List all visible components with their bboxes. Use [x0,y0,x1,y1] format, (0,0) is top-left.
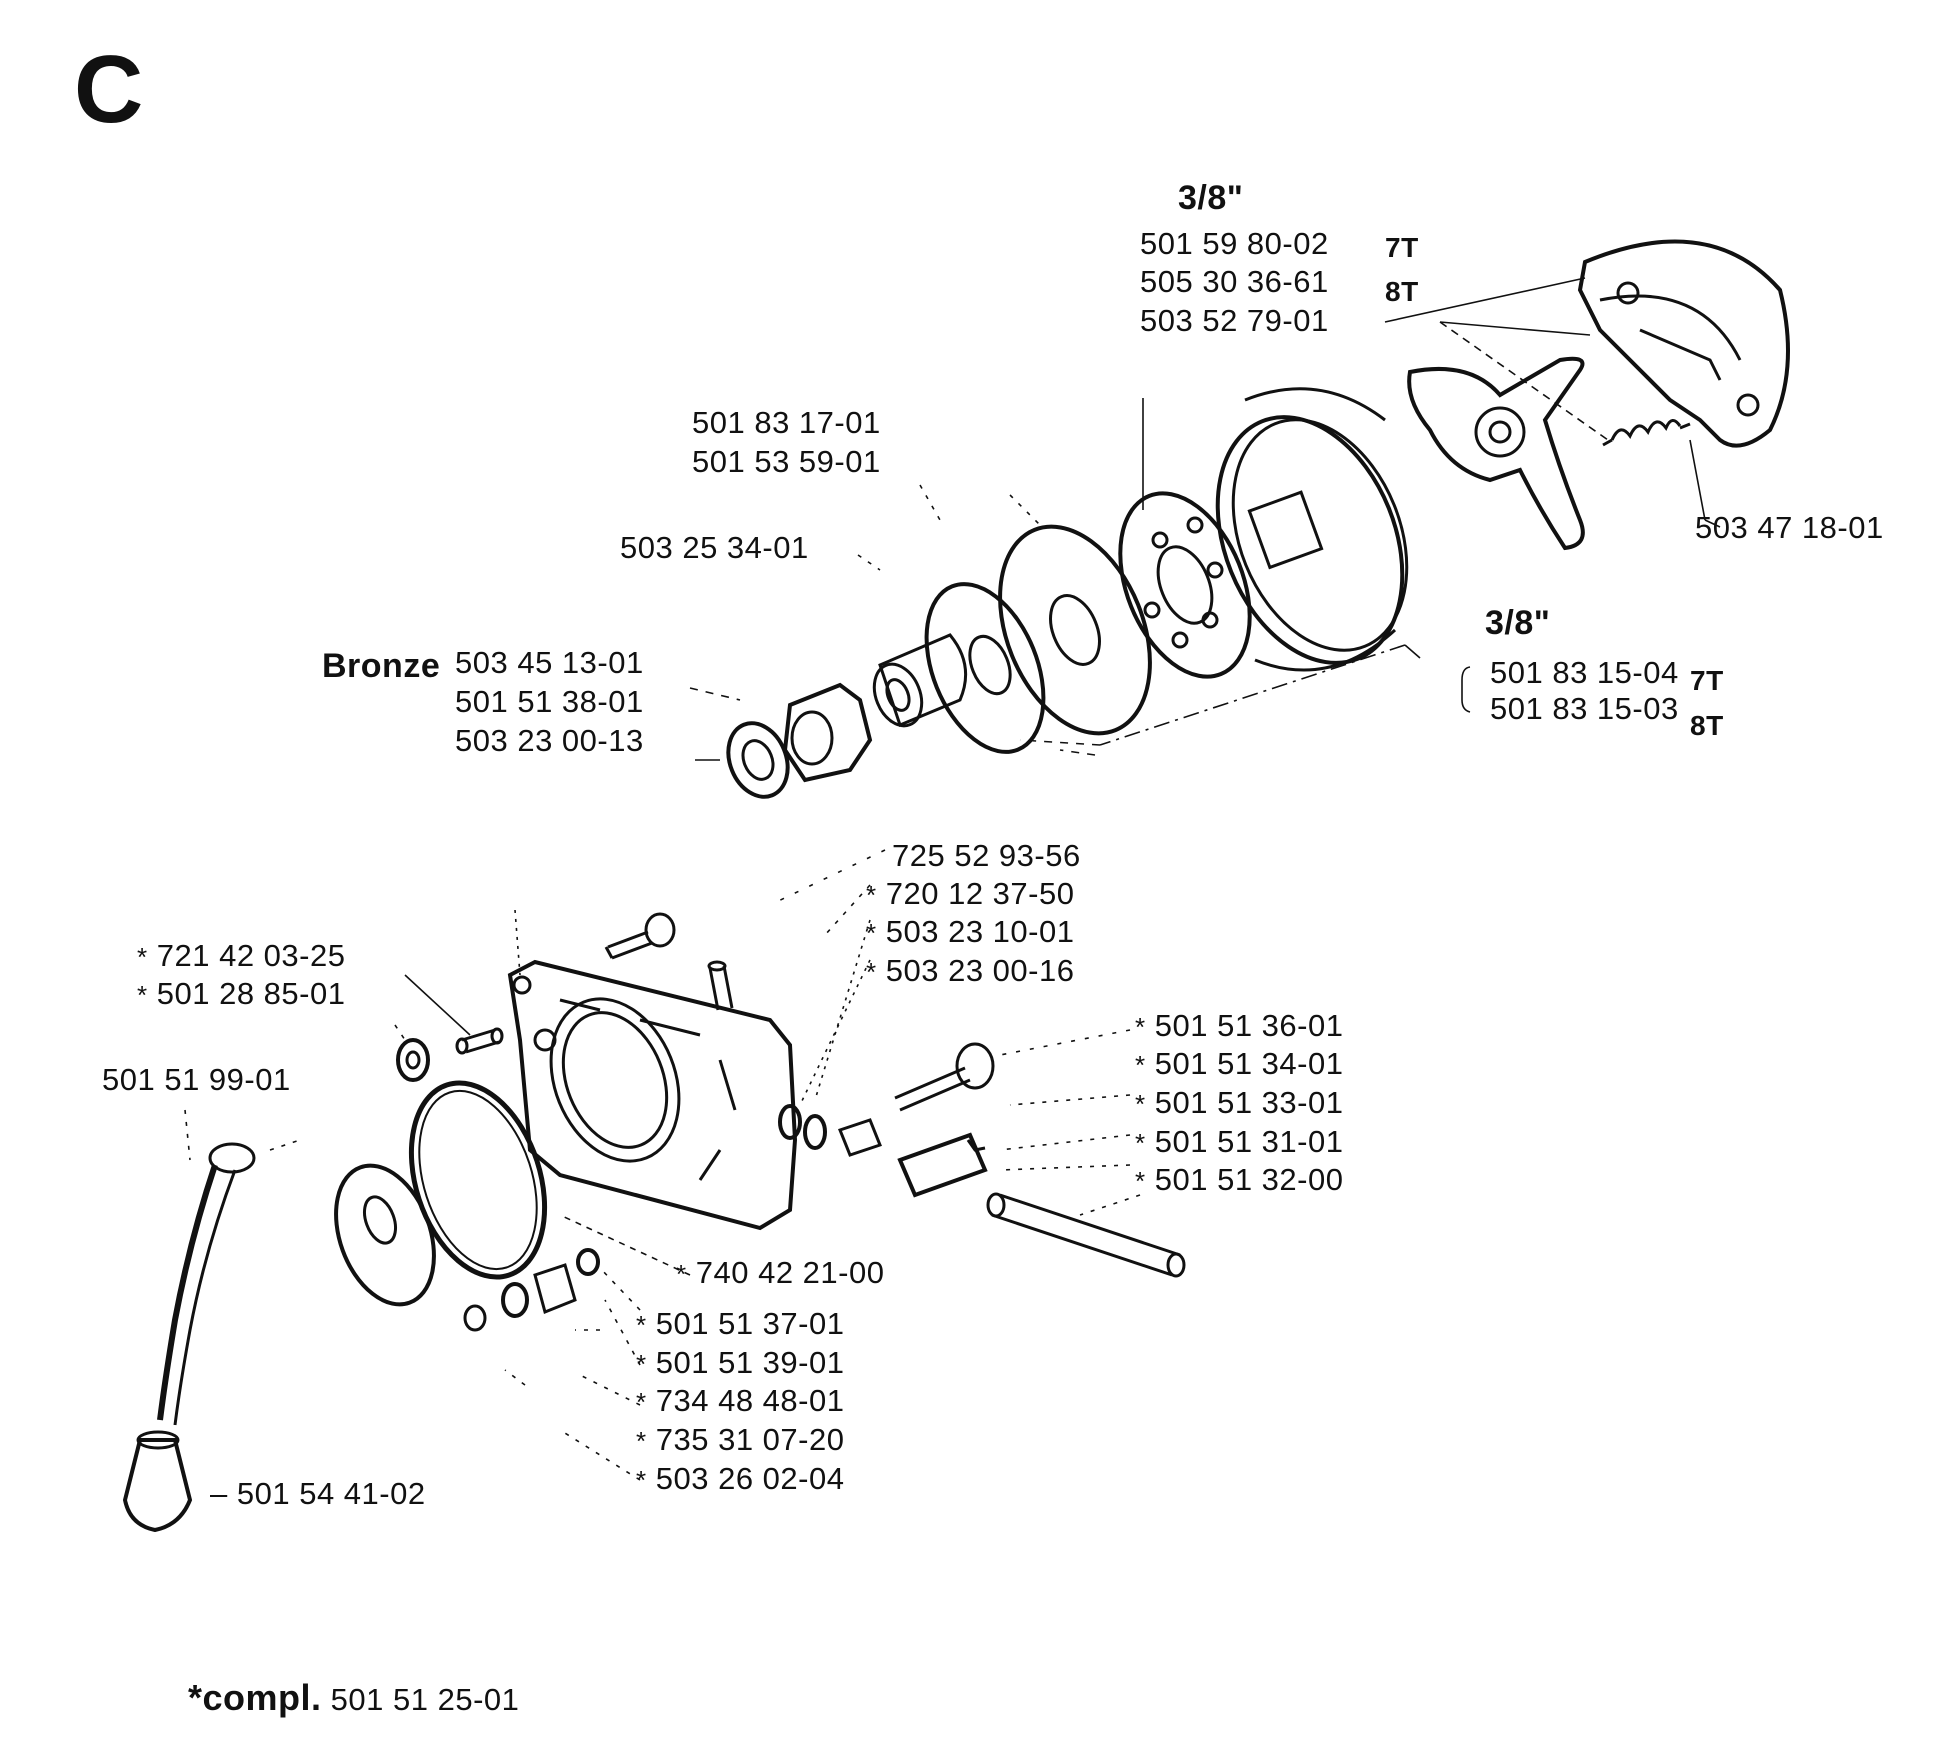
part-number: 503 47 18-01 [1695,510,1884,545]
part-number: 503 52 79-01 [1140,303,1329,338]
clutch-cover-drawing [1580,242,1788,446]
asterisk-mark: * [1135,1050,1146,1080]
part-number: 501 51 99-01 [102,1062,291,1097]
part-number: 503 45 13-01 [455,645,644,680]
asterisk-mark: * [866,880,877,910]
teeth-count: 7T [1385,232,1419,263]
part-number: 503 23 10-01 [885,914,1075,949]
part-number: 501 54 41-02 [236,1476,426,1511]
part-number: 501 51 25-01 [330,1682,520,1717]
part-number: 501 51 39-01 [655,1345,845,1380]
pump-small-parts-drawing [465,1250,598,1330]
asterisk-mark: * [1135,1128,1146,1158]
asterisk-mark: * [137,942,148,972]
asterisk-mark: * [137,980,148,1010]
teeth-count: 8T [1385,276,1419,307]
oil-filter-drawing [125,1432,190,1530]
pump-housing-drawing [510,962,795,1228]
part-number: 501 83 15-04 [1490,655,1679,690]
asterisk-mark: * [1135,1166,1146,1196]
compl-label: *compl. [188,1677,322,1718]
leader-lines [185,278,1720,1480]
pitch-heading-top: 3/8" [1178,179,1244,217]
plunger-parts-drawing [780,1044,993,1195]
clutch-nut-drawing [785,685,870,780]
part-number: 501 51 37-01 [655,1306,845,1341]
seal-ring-drawing [318,1152,452,1318]
washer-small-drawing [718,714,798,805]
asterisk-mark: * [1135,1012,1146,1042]
asterisk-mark: * [866,957,877,987]
part-number: 720 12 37-50 [885,876,1075,911]
clutch-shoe-drawing [1409,359,1583,548]
part-number: 503 23 00-16 [885,953,1075,988]
asterisk-mark: * [636,1310,647,1340]
part-number: 501 51 36-01 [1154,1008,1344,1043]
pump-shaft-drawing [988,1194,1184,1276]
washer-large-drawing [971,504,1178,755]
asterisk-mark: * [1135,1089,1146,1119]
pitch-heading-right: 3/8" [1485,604,1551,642]
asterisk-mark: * [636,1349,647,1379]
part-number: 503 23 00-13 [455,723,644,758]
part-number: 501 51 34-01 [1154,1046,1344,1081]
part-number: 734 48 48-01 [655,1383,845,1418]
dash-mark: – [210,1476,228,1511]
asterisk-mark: * [636,1387,647,1417]
part-number: 501 51 31-01 [1154,1124,1344,1159]
o-ring-drawing [388,1066,568,1295]
asterisk-mark: * [676,1259,687,1289]
needle-bearing-drawing [866,635,966,733]
washer-collar-drawing [904,567,1066,769]
part-number: 501 83 17-01 [692,405,881,440]
part-number: 501 28 85-01 [156,976,346,1011]
small-seal-drawing [398,1040,428,1080]
part-number: 505 30 36-61 [1140,264,1329,299]
asterisk-mark: * [636,1426,647,1456]
oil-hose-drawing [160,1144,254,1425]
part-number: 501 83 15-03 [1490,691,1679,726]
part-number: 501 59 80-02 [1140,226,1329,261]
bronze-label: Bronze [322,647,441,685]
section-letter: C [74,36,144,143]
housing-pin-drawing [709,962,732,1010]
part-number: 740 42 21-00 [695,1255,885,1290]
housing-screw-drawing [606,914,674,958]
part-number: 735 31 07-20 [655,1422,845,1457]
part-number: 721 42 03-25 [156,938,346,973]
part-number: 501 51 32-00 [1154,1162,1344,1197]
asterisk-mark: * [636,1465,647,1495]
clutch-spring-drawing [1603,420,1690,445]
part-number: 501 51 33-01 [1154,1085,1344,1120]
part-number: 503 26 02-04 [655,1461,845,1496]
dowel-pin-drawing [457,1029,502,1053]
teeth-count: 7T [1690,665,1724,696]
rim-sprocket-drawing [1095,474,1274,695]
part-number: 503 25 34-01 [620,530,809,565]
part-number: 501 51 38-01 [455,684,644,719]
part-number: 725 52 93-56 [892,838,1081,873]
part-number: 501 53 59-01 [692,444,881,479]
teeth-count: 8T [1690,710,1724,741]
asterisk-mark: * [866,918,877,948]
clutch-drum-drawing [1183,389,1439,691]
